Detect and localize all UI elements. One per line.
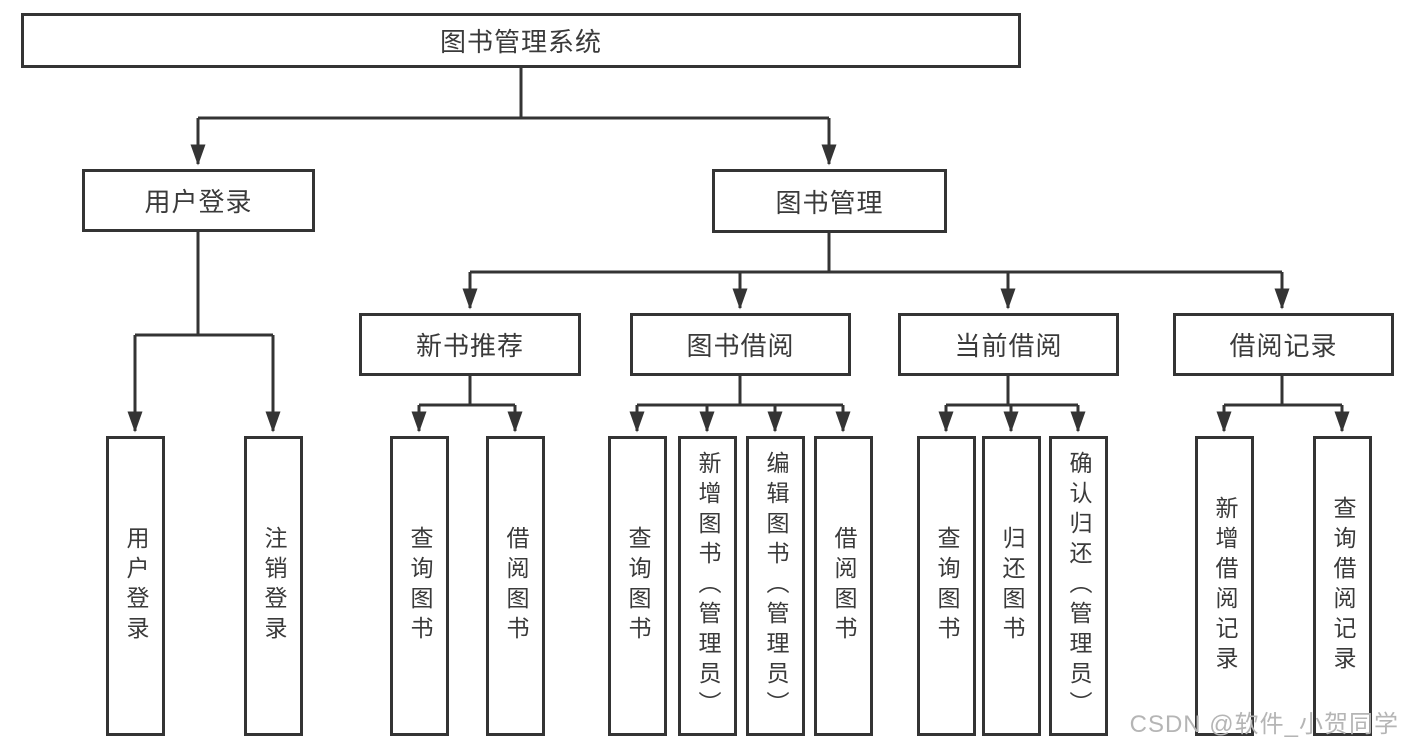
node-borrow-records: 借阅记录	[1173, 313, 1394, 376]
leaf-query-books-2: 查询图书	[608, 436, 667, 736]
node-label: 图书管理系统	[439, 27, 602, 57]
leaf-query-books-3: 查询图书	[917, 436, 976, 736]
node-label: 查询借阅记录	[1330, 496, 1356, 676]
node-label: 图书管理	[775, 187, 884, 218]
leaf-confirm-return-admin: 确认归还（管理员）	[1049, 436, 1108, 736]
node-label: 用户登录	[144, 187, 253, 217]
node-label: 图书借阅	[686, 331, 795, 361]
node-label: 用户登录	[123, 526, 149, 646]
node-book-management: 图书管理	[712, 169, 947, 233]
leaf-borrow-books: 借阅图书	[486, 436, 545, 736]
node-label: 归还图书	[999, 526, 1025, 646]
node-label: 查询图书	[934, 526, 960, 646]
node-label: 借阅图书	[503, 526, 529, 646]
node-library-management-system: 图书管理系统	[21, 13, 1021, 68]
node-current-borrow: 当前借阅	[898, 313, 1119, 376]
node-label: 借阅图书	[831, 526, 857, 646]
leaf-add-borrow-record: 新增借阅记录	[1195, 436, 1254, 736]
node-label: 借阅记录	[1229, 331, 1338, 361]
node-label: 注销登录	[261, 526, 287, 646]
node-book-borrow: 图书借阅	[630, 313, 851, 376]
leaf-return-books: 归还图书	[982, 436, 1041, 736]
watermark: CSDN @软件_小贺同学	[1129, 711, 1399, 738]
leaf-query-borrow-record: 查询借阅记录	[1313, 436, 1372, 736]
node-label: 当前借阅	[954, 331, 1063, 361]
leaf-add-books-admin: 新增图书（管理员）	[678, 436, 737, 736]
node-label: 确认归还（管理员）	[1066, 451, 1092, 721]
leaf-borrow-books-2: 借阅图书	[814, 436, 873, 736]
node-label: 新增借阅记录	[1212, 496, 1238, 676]
leaf-user-login: 用户登录	[106, 436, 165, 736]
node-label: 编辑图书（管理员）	[763, 451, 789, 721]
node-label: 查询图书	[407, 526, 433, 646]
node-new-book-recommend: 新书推荐	[359, 313, 581, 376]
node-label: 查询图书	[625, 526, 651, 646]
node-label: 新增图书（管理员）	[695, 451, 721, 721]
node-label: 新书推荐	[415, 331, 524, 361]
leaf-edit-books-admin: 编辑图书（管理员）	[746, 436, 805, 736]
leaf-logout-login: 注销登录	[244, 436, 303, 736]
node-user-login: 用户登录	[82, 169, 315, 232]
leaf-query-books: 查询图书	[390, 436, 449, 736]
